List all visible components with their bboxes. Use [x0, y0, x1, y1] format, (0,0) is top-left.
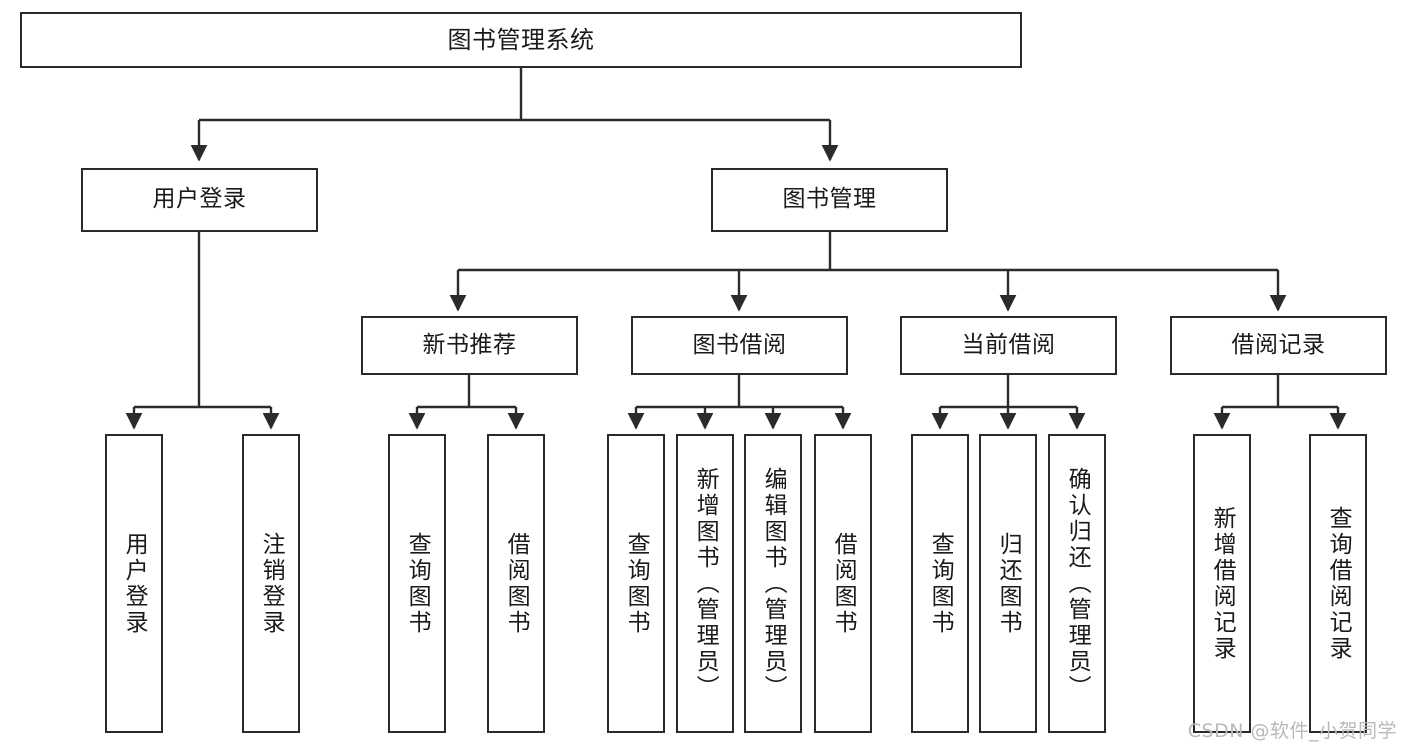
leaf-borrow-record-query[interactable]: 查询借阅记录 [1309, 434, 1367, 733]
node-label: 编辑图书（管理员） [760, 466, 787, 701]
node-label: 新增借阅记录 [1209, 505, 1236, 662]
node-current-borrow[interactable]: 当前借阅 [900, 316, 1117, 375]
node-label: 图书借阅 [692, 331, 787, 358]
node-label: 查询图书 [623, 531, 650, 636]
node-label: 归还图书 [995, 531, 1022, 636]
leaf-new-book-borrow[interactable]: 借阅图书 [487, 434, 545, 733]
node-label: 图书管理 [782, 186, 877, 213]
leaf-user-login-login[interactable]: 用户登录 [105, 434, 163, 733]
node-label: 注销登录 [258, 531, 285, 636]
node-borrow-record[interactable]: 借阅记录 [1170, 316, 1387, 375]
node-user-login[interactable]: 用户登录 [81, 168, 318, 232]
node-new-book-recommend[interactable]: 新书推荐 [361, 316, 578, 375]
node-label: 借阅记录 [1231, 331, 1326, 358]
leaf-book-borrow-edit-admin[interactable]: 编辑图书（管理员） [744, 434, 802, 733]
node-label: 新书推荐 [422, 331, 517, 358]
node-book-borrow[interactable]: 图书借阅 [631, 316, 848, 375]
leaf-book-borrow-borrow[interactable]: 借阅图书 [814, 434, 872, 733]
leaf-book-borrow-query[interactable]: 查询图书 [607, 434, 665, 733]
node-label: 借阅图书 [830, 531, 857, 636]
leaf-user-login-logout[interactable]: 注销登录 [242, 434, 300, 733]
node-label: 借阅图书 [503, 531, 530, 636]
node-label: 新增图书（管理员） [692, 466, 719, 701]
leaf-current-borrow-confirm-admin[interactable]: 确认归还（管理员） [1048, 434, 1106, 733]
node-label: 查询图书 [927, 531, 954, 636]
node-label: 查询借阅记录 [1325, 505, 1352, 662]
node-label: 用户登录 [152, 186, 247, 213]
node-label: 用户登录 [121, 531, 148, 636]
node-label: 图书管理系统 [447, 25, 595, 54]
node-book-management[interactable]: 图书管理 [711, 168, 948, 232]
leaf-new-book-query[interactable]: 查询图书 [388, 434, 446, 733]
node-label: 确认归还（管理员） [1064, 466, 1091, 701]
leaf-current-borrow-query[interactable]: 查询图书 [911, 434, 969, 733]
node-label: 当前借阅 [961, 331, 1056, 358]
leaf-current-borrow-return[interactable]: 归还图书 [979, 434, 1037, 733]
node-label: 查询图书 [404, 531, 431, 636]
watermark: CSDN @软件_小贺同学 [1187, 720, 1397, 742]
node-root-book-management-system[interactable]: 图书管理系统 [20, 12, 1022, 68]
leaf-book-borrow-add-admin[interactable]: 新增图书（管理员） [676, 434, 734, 733]
leaf-borrow-record-add[interactable]: 新增借阅记录 [1193, 434, 1251, 733]
